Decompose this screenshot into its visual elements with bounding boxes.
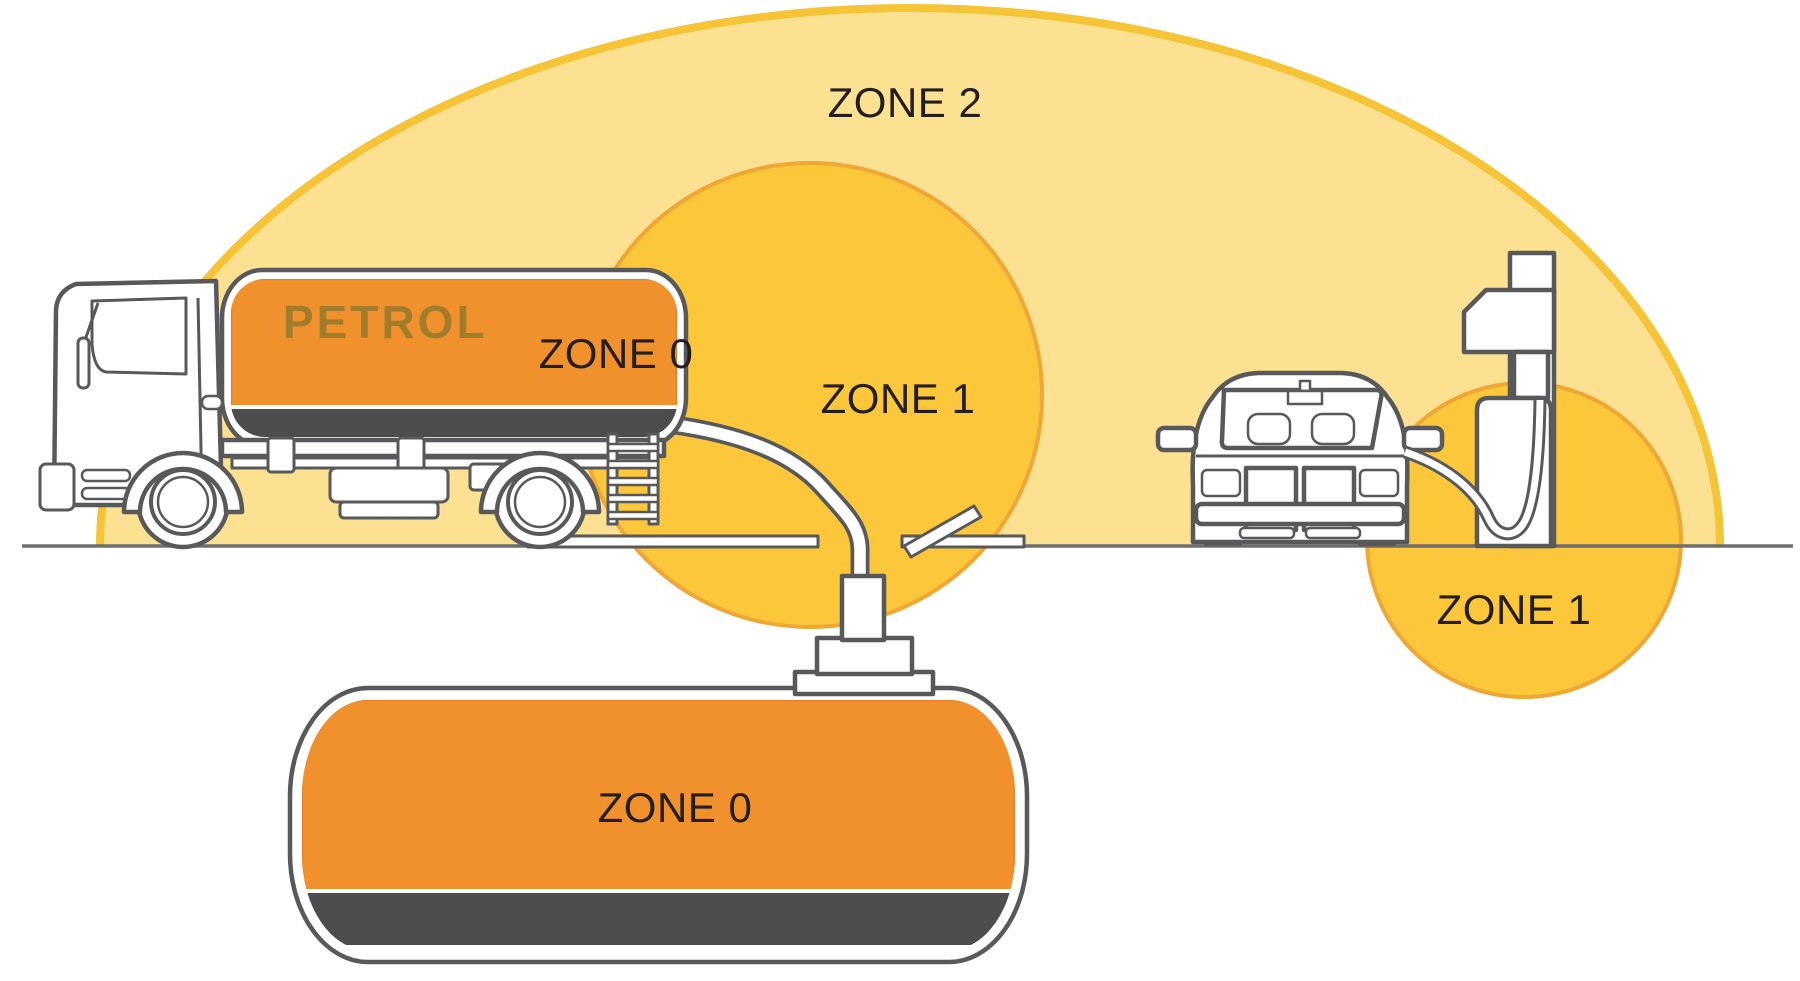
- car-mirror-left: [1155, 425, 1199, 453]
- fill-point-kerb-left: [526, 534, 820, 549]
- headrest-left: [1246, 412, 1292, 446]
- car-bumper: [1193, 501, 1407, 527]
- ladder-rung: [606, 476, 660, 487]
- bumper-inset-left: [1238, 526, 1296, 540]
- tanker-liquid-level: [231, 409, 677, 437]
- door-handle: [200, 394, 224, 411]
- cab-step-slat-2: [80, 486, 132, 501]
- delivery-hose: [666, 414, 870, 584]
- zone0-tanker-label: ZONE 0: [539, 330, 694, 377]
- rear-fender: [478, 450, 602, 515]
- zone2-label: ZONE 2: [828, 79, 983, 126]
- car: [1155, 370, 1445, 547]
- front-hub: [156, 475, 210, 529]
- car-mirror-right: [1401, 425, 1445, 453]
- tanker-cab: [38, 278, 225, 512]
- road-tanker: PETROL ZONE 0: [38, 267, 694, 550]
- tank-liquid-gap: [302, 889, 1015, 894]
- delivery-hose-body: [667, 418, 866, 584]
- front-bumper: [38, 462, 76, 512]
- chassis-hanger-1: [266, 436, 296, 474]
- zone0-underground-label: ZONE 0: [598, 784, 753, 831]
- refuelling-hose-body: [1403, 399, 1544, 538]
- rear-hub: [513, 475, 567, 529]
- tanker-vapour-space: [231, 279, 677, 409]
- tank-liquid-level: [302, 893, 1015, 945]
- ladder-rung: [606, 442, 660, 453]
- cab-step-slat-1: [80, 468, 132, 483]
- rearview-mirror: [1286, 389, 1324, 406]
- mirror-arm: [83, 302, 100, 341]
- equipment-box: [328, 466, 450, 504]
- pump-neck: [1511, 349, 1551, 401]
- front-fender: [121, 450, 245, 515]
- zone1-pump-label: ZONE 1: [1437, 586, 1592, 633]
- equipment-box-lower: [338, 500, 440, 520]
- fill-point-kerb-right: [900, 534, 1026, 549]
- tanker-liquid-gap: [231, 405, 677, 409]
- open-manhole-lid: [902, 504, 983, 559]
- ladder-rung: [606, 459, 660, 470]
- cab-windshield: [90, 296, 188, 376]
- headlight-right: [1358, 468, 1400, 498]
- underground-storage-tank: ZONE 0: [287, 685, 1030, 965]
- tanker-wheels: [121, 450, 602, 550]
- tank-vapour-space: [302, 700, 1015, 893]
- rearview-mirror-tab: [1298, 379, 1312, 393]
- headrest-right: [1310, 412, 1356, 446]
- headlight-left: [1200, 468, 1242, 498]
- rear-ladder: [606, 432, 660, 526]
- fill-pipe-riser: [839, 573, 887, 643]
- ladder-rung: [606, 493, 660, 504]
- tank-fill-pipe: [792, 573, 936, 697]
- ladder-rung: [606, 510, 660, 521]
- zone1-middle-label: ZONE 1: [821, 375, 976, 422]
- petrol-logo: PETROL: [283, 296, 488, 348]
- side-mirror: [76, 336, 91, 390]
- refuelling-hose: [1402, 399, 1547, 541]
- fill-pipe-block: [814, 635, 915, 677]
- bumper-inset-right: [1304, 526, 1362, 540]
- pump-head: [1461, 287, 1557, 355]
